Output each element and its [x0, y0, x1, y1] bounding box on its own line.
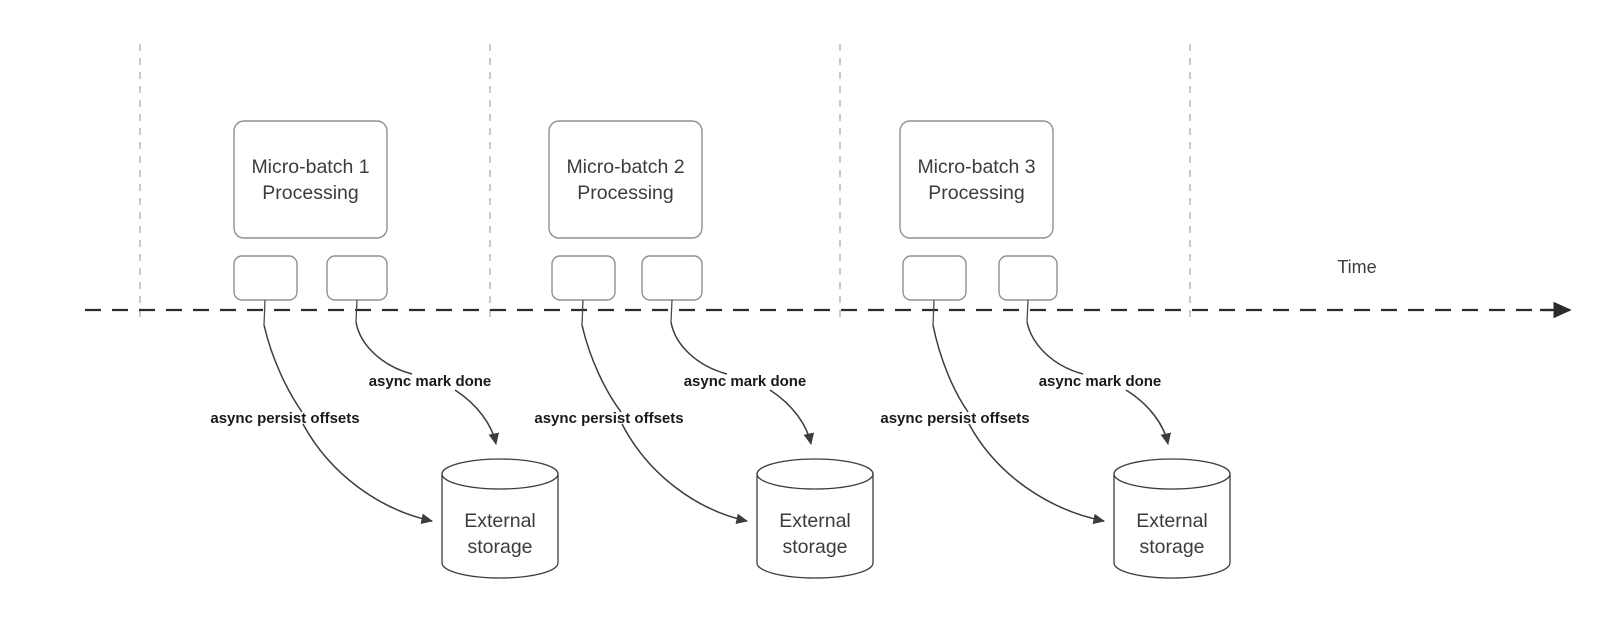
micro-batch-2-label-line2: Processing: [577, 182, 673, 204]
async-persist-offsets-1-label: async persist offsets: [210, 410, 359, 427]
async-mark-done-2-curve-upper: [670, 321, 728, 375]
mark-task-2-stub: [670, 299, 673, 323]
async-mark-done-1-curve-lower: [454, 389, 500, 446]
mark-task-1-box[interactable]: [326, 255, 388, 301]
group-3: Micro-batch 3 Processing async persist o…: [880, 120, 1231, 579]
external-storage-2[interactable]: External storage: [756, 458, 874, 579]
offset-task-2-stub: [581, 299, 584, 326]
async-persist-offsets-1-curve-upper: [263, 324, 303, 413]
async-persist-offsets-1-curve-lower: [302, 423, 434, 524]
micro-batch-3-label-line2: Processing: [928, 182, 1024, 204]
micro-batch-1-box[interactable]: [233, 120, 388, 239]
offset-task-2-box[interactable]: [551, 255, 616, 301]
async-persist-offsets-2-curve-lower: [621, 423, 749, 524]
mark-task-2-box[interactable]: [641, 255, 703, 301]
external-storage-2-body: [756, 473, 874, 579]
external-storage-3[interactable]: External storage: [1113, 458, 1231, 579]
async-mark-done-1-curve-upper: [355, 321, 413, 375]
async-mark-done-3-curve-lower: [1125, 389, 1172, 446]
mark-task-3-stub: [1026, 299, 1029, 323]
async-mark-done-1-label: async mark done: [369, 373, 492, 390]
external-storage-2-label-line1: External: [779, 510, 851, 532]
external-storage-3-top: [1113, 458, 1231, 490]
external-storage-3-label-line1: External: [1136, 510, 1208, 532]
external-storage-1-label-line2: storage: [467, 536, 532, 558]
offset-task-3-box[interactable]: [902, 255, 967, 301]
time-axis-label: Time: [1337, 257, 1376, 277]
offset-task-1-stub: [263, 299, 266, 326]
external-storage-2-label-line2: storage: [782, 536, 847, 558]
external-storage-3-body: [1113, 473, 1231, 579]
async-persist-offsets-3-label: async persist offsets: [880, 410, 1029, 427]
async-persist-offsets-2-curve-upper: [581, 324, 622, 413]
micro-batch-1-label-line1: Micro-batch 1: [251, 156, 369, 178]
async-mark-done-2-label: async mark done: [684, 373, 807, 390]
micro-batch-3-box[interactable]: [899, 120, 1054, 239]
async-persist-offsets-3-curve-upper: [932, 324, 969, 413]
async-persist-offsets-3-curve-lower: [968, 423, 1106, 525]
async-mark-done-2-curve-lower: [769, 389, 815, 446]
group-2: Micro-batch 2 Processing async persist o…: [534, 120, 874, 579]
async-persist-offsets-2-label: async persist offsets: [534, 410, 683, 427]
async-mark-done-3-label: async mark done: [1039, 373, 1162, 390]
external-storage-1-top: [441, 458, 559, 490]
external-storage-1[interactable]: External storage: [441, 458, 559, 579]
offset-task-3-stub: [932, 299, 935, 326]
micro-batch-3-label-line1: Micro-batch 3: [917, 156, 1035, 178]
external-storage-1-body: [441, 473, 559, 579]
external-storage-2-top: [756, 458, 874, 490]
timeline-boundary-guides: [139, 44, 1191, 318]
async-mark-done-3-curve-upper: [1026, 321, 1084, 375]
mark-task-1-stub: [355, 299, 358, 323]
external-storage-3-label-line2: storage: [1139, 536, 1204, 558]
micro-batch-2-box[interactable]: [548, 120, 703, 239]
offset-task-1-box[interactable]: [233, 255, 298, 301]
mark-task-3-box[interactable]: [998, 255, 1058, 301]
micro-batch-2-label-line1: Micro-batch 2: [566, 156, 684, 178]
group-1: Micro-batch 1 Processing async persist o…: [210, 120, 559, 579]
external-storage-1-label-line1: External: [464, 510, 536, 532]
micro-batch-1-label-line2: Processing: [262, 182, 358, 204]
